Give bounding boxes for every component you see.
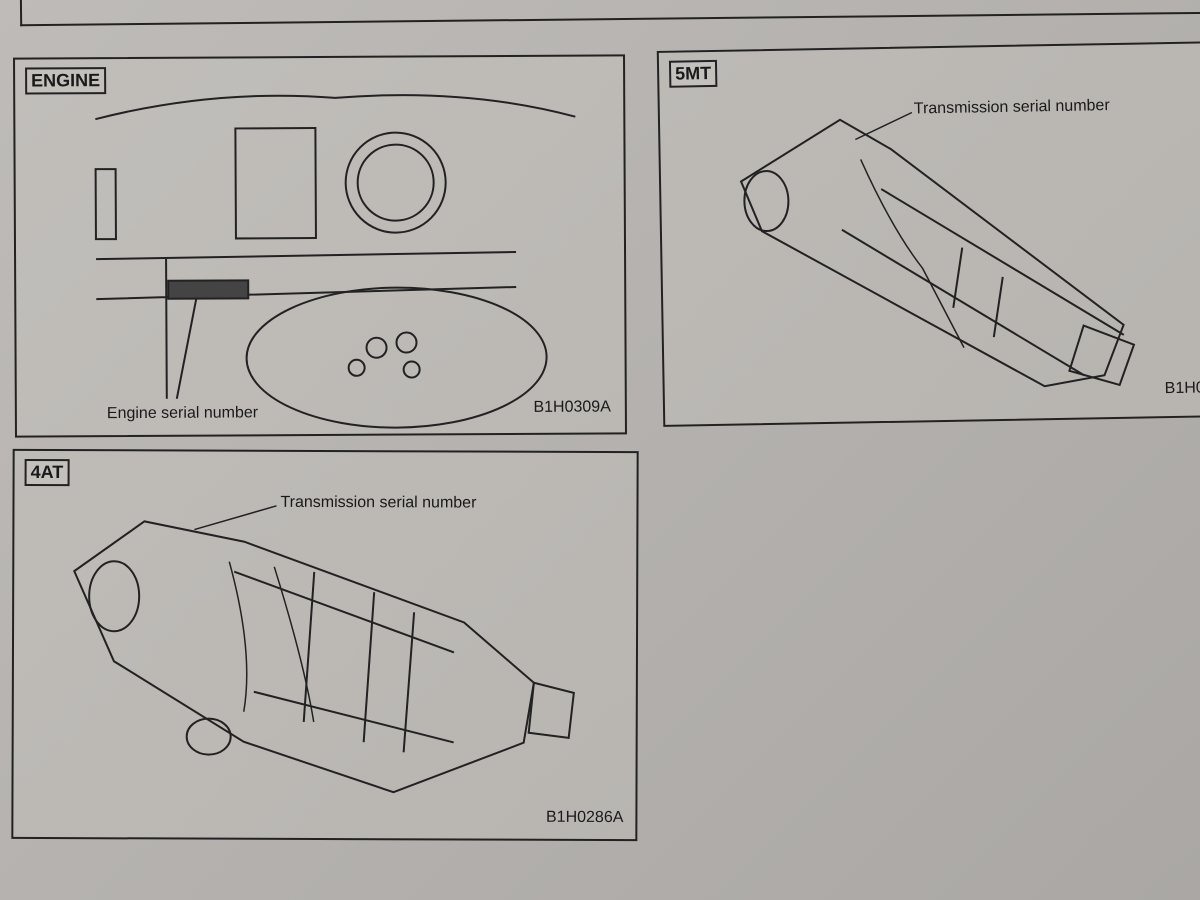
5mt-transmission-illustration <box>739 111 1136 388</box>
4at-serial-callout: Transmission serial number <box>280 493 477 512</box>
5mt-serial-callout: Transmission serial number <box>913 97 1110 118</box>
engine-serial-callout: Engine serial number <box>106 404 259 423</box>
previous-section-frame <box>19 0 1200 27</box>
engine-figure-code: B1H0309A <box>533 398 611 416</box>
5mt-figure-code: B1H0 <box>1164 379 1200 398</box>
engine-figure: ENGINE Engine serial number B1H0309A <box>13 54 627 438</box>
5mt-figure: 5MT Transmission serial number B1H0 <box>656 41 1200 427</box>
4at-figure: 4AT Transmission serial number B1H0286A <box>11 448 639 842</box>
4at-transmission-illustration <box>73 505 575 794</box>
engine-illustration <box>94 94 576 429</box>
4at-figure-code: B1H0286A <box>545 808 624 827</box>
